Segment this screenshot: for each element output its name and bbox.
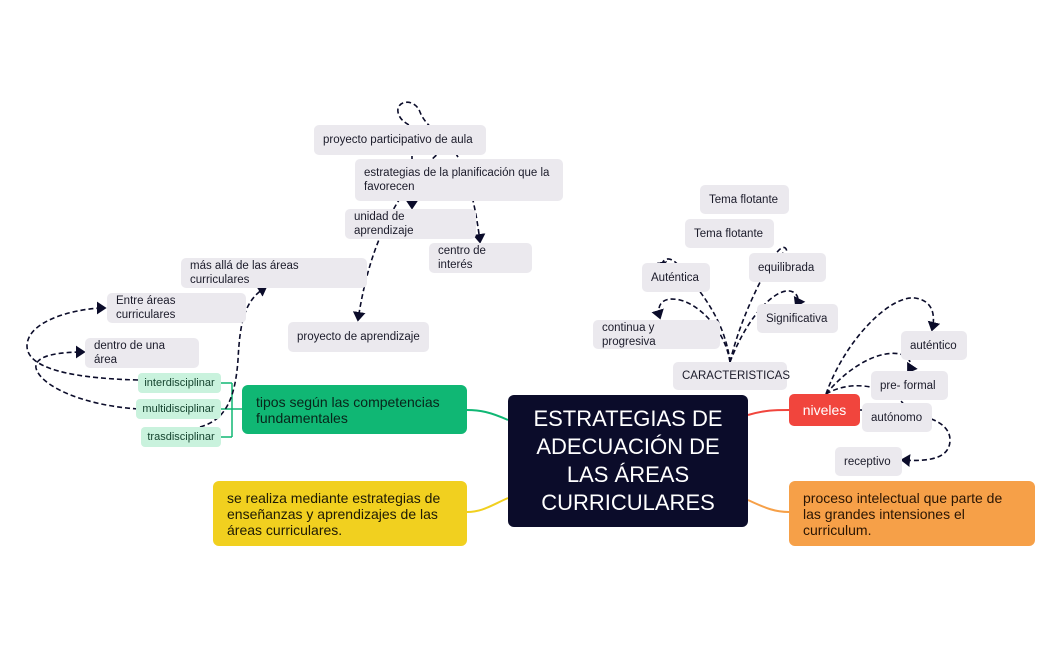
floating-label: CARACTERISTICAS bbox=[682, 370, 790, 382]
nivel-label: auténtico bbox=[910, 339, 957, 352]
branch-se-realiza-label: se realiza mediante estrategias de enseñ… bbox=[227, 489, 441, 538]
arrow-niveles-preformal bbox=[825, 352, 918, 395]
floating-mas-alla[interactable]: más allá de las áreas curriculares bbox=[181, 258, 367, 288]
floating-label: Tema flotante bbox=[709, 193, 779, 206]
floating-tema-flotante-1[interactable]: Tema flotante bbox=[700, 185, 789, 214]
floating-entre-areas[interactable]: Entre áreas curriculares bbox=[107, 293, 246, 323]
floating-label: Entre áreas curriculares bbox=[116, 295, 176, 321]
floating-label: más allá de las áreas curriculares bbox=[190, 260, 299, 286]
floating-caracteristicas[interactable]: CARACTERISTICAS bbox=[673, 362, 790, 390]
arrow-inter-entre bbox=[26, 301, 139, 381]
arrow-car-continua bbox=[651, 298, 731, 363]
floating-label: equilibrada bbox=[758, 261, 815, 274]
floating-label: continua y progresiva bbox=[602, 321, 656, 348]
link-tipos-children bbox=[221, 382, 242, 438]
link-central-se-realiza bbox=[466, 497, 509, 513]
floating-dentro-area[interactable]: dentro de una área bbox=[85, 338, 199, 368]
floating-autentica[interactable]: Auténtica bbox=[642, 263, 710, 292]
floating-significativa[interactable]: Significativa bbox=[757, 304, 838, 333]
floating-unidad-aprendizaje[interactable]: unidad de aprendizaje bbox=[345, 209, 476, 239]
floating-equilibrada[interactable]: equilibrada bbox=[749, 253, 826, 282]
link-central-proceso bbox=[747, 499, 790, 513]
nivel-label: pre- formal bbox=[880, 379, 936, 392]
arrow-multi-dentro bbox=[35, 345, 139, 410]
floating-label: centro de interés bbox=[438, 245, 486, 271]
floating-label: proyecto de aprendizaje bbox=[297, 331, 420, 343]
floating-continua[interactable]: continua y progresiva bbox=[593, 320, 720, 349]
branch-tipos-label: tipos según las competencias fundamental… bbox=[256, 393, 440, 426]
branch-tipos[interactable]: tipos según las competencias fundamental… bbox=[242, 385, 467, 434]
central-topic-label: ESTRATEGIAS DE ADECUACIÓN DE LAS ÁREAS C… bbox=[533, 406, 723, 515]
link-central-tipos bbox=[466, 409, 509, 421]
branch-se-realiza[interactable]: se realiza mediante estrategias de enseñ… bbox=[213, 481, 467, 546]
subtopic-label: trasdisciplinar bbox=[147, 431, 215, 443]
branch-niveles[interactable]: niveles bbox=[789, 394, 860, 426]
branch-proceso[interactable]: proceso intelectual que parte de las gra… bbox=[789, 481, 1035, 546]
nivel-receptivo[interactable]: receptivo bbox=[835, 447, 902, 476]
nivel-autentico[interactable]: auténtico bbox=[901, 331, 967, 360]
link-central-niveles bbox=[747, 409, 790, 416]
floating-label: proyecto participativo de aula bbox=[323, 134, 473, 146]
floating-label: Tema flotante bbox=[694, 227, 764, 240]
floating-label: dentro de una área bbox=[94, 340, 165, 366]
floating-label: unidad de aprendizaje bbox=[354, 211, 414, 237]
nivel-label: autónomo bbox=[871, 411, 923, 424]
subtopic-multidisciplinar[interactable]: multidisciplinar bbox=[136, 399, 221, 419]
nivel-preformal[interactable]: pre- formal bbox=[871, 371, 948, 400]
floating-tema-flotante-2[interactable]: Tema flotante bbox=[685, 219, 774, 248]
floating-proyecto-participativo[interactable]: proyecto participativo de aula bbox=[314, 125, 486, 155]
floating-proyecto-aprendizaje[interactable]: proyecto de aprendizaje bbox=[288, 322, 429, 352]
subtopic-label: interdisciplinar bbox=[144, 377, 215, 389]
subtopic-label: multidisciplinar bbox=[142, 403, 215, 415]
floating-centro-interes[interactable]: centro de interés bbox=[429, 243, 532, 273]
branch-proceso-label: proceso intelectual que parte de las gra… bbox=[803, 489, 1003, 538]
arrow-car-significativa bbox=[729, 290, 806, 363]
central-topic[interactable]: ESTRATEGIAS DE ADECUACIÓN DE LAS ÁREAS C… bbox=[508, 395, 748, 527]
floating-estrategias-planificacion[interactable]: estrategias de la planificación que la f… bbox=[355, 159, 563, 201]
floating-label: estrategias de la planificación que la f… bbox=[364, 167, 550, 193]
branch-niveles-label: niveles bbox=[802, 402, 847, 418]
floating-label: Auténtica bbox=[651, 271, 699, 284]
arrow-tras-mas-alla bbox=[199, 285, 268, 428]
subtopic-trasdisciplinar[interactable]: trasdisciplinar bbox=[141, 427, 221, 447]
nivel-autonomo[interactable]: autónomo bbox=[862, 403, 932, 432]
floating-label: Significativa bbox=[766, 312, 828, 325]
nivel-label: receptivo bbox=[844, 455, 891, 468]
subtopic-interdisciplinar[interactable]: interdisciplinar bbox=[138, 373, 221, 393]
arrow-niveles-autentico bbox=[825, 297, 941, 395]
